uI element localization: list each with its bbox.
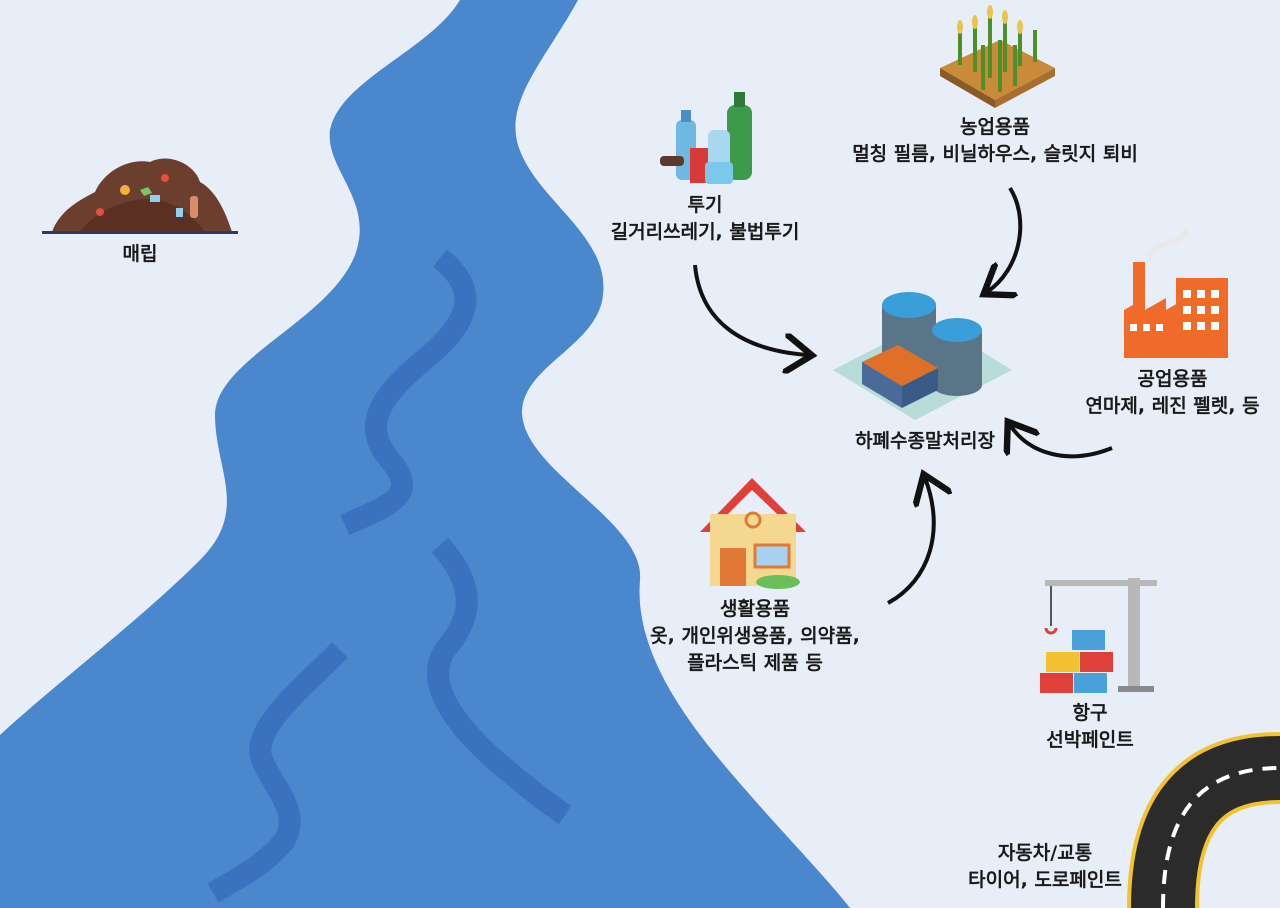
river-waves — [207, 249, 572, 903]
house-icon — [700, 478, 806, 589]
river — [0, 0, 850, 908]
dumping-title: 투기 — [687, 194, 723, 216]
landfill-pile-icon — [42, 158, 238, 234]
traffic-label: 자동차/교통 타이어, 도로페인트 — [945, 840, 1145, 894]
industry-label: 공업용품 연마제, 레진 펠렛, 등 — [1070, 366, 1275, 420]
road-icon — [1127, 732, 1280, 908]
agriculture-label: 농업용품 멀칭 필름, 비닐하우스, 슬릿지 퇴비 — [830, 114, 1160, 168]
agriculture-detail: 멀칭 필름, 비닐하우스, 슬릿지 퇴비 — [852, 143, 1138, 165]
treatment-plant-icon — [833, 292, 1012, 420]
traffic-detail: 타이어, 도로페인트 — [968, 869, 1122, 891]
arrows — [693, 186, 1113, 605]
arrow-industry-to-plant — [1010, 425, 1113, 459]
landfill-title: 매립 — [122, 243, 158, 265]
center-label: 하폐수종말처리장 — [825, 428, 1025, 455]
arrow-agriculture-to-plant — [987, 186, 1023, 292]
port-title: 항구 — [1072, 702, 1108, 724]
farm-field-icon — [940, 5, 1055, 108]
bottles-icon — [660, 92, 752, 184]
plant-title: 하폐수종말처리장 — [855, 430, 995, 452]
port-detail: 선박페인트 — [1046, 729, 1134, 751]
dumping-label: 투기 길거리쓰레기, 불법투기 — [585, 192, 825, 246]
industry-title: 공업용품 — [1137, 368, 1208, 390]
port-crane-icon — [1040, 578, 1157, 693]
arrow-dumping-to-plant — [693, 264, 808, 355]
household-detail-2: 플라스틱 제품 등 — [687, 652, 823, 674]
factory-icon — [1124, 229, 1228, 358]
arrow-household-to-plant — [887, 478, 934, 605]
port-label: 항구 선박페인트 — [1020, 700, 1160, 754]
landfill-label: 매립 — [90, 241, 190, 268]
household-title: 생활용품 — [720, 598, 790, 620]
industry-detail: 연마제, 레진 펠렛, 등 — [1085, 395, 1260, 417]
traffic-title: 자동차/교통 — [997, 842, 1093, 864]
river-body — [0, 0, 850, 908]
household-label: 생활용품 옷, 개인위생용품, 의약품, 플라스틱 제품 등 — [620, 596, 890, 677]
household-detail-1: 옷, 개인위생용품, 의약품, — [650, 625, 860, 647]
dumping-detail: 길거리쓰레기, 불법투기 — [610, 221, 800, 243]
agriculture-title: 농업용품 — [960, 116, 1030, 138]
